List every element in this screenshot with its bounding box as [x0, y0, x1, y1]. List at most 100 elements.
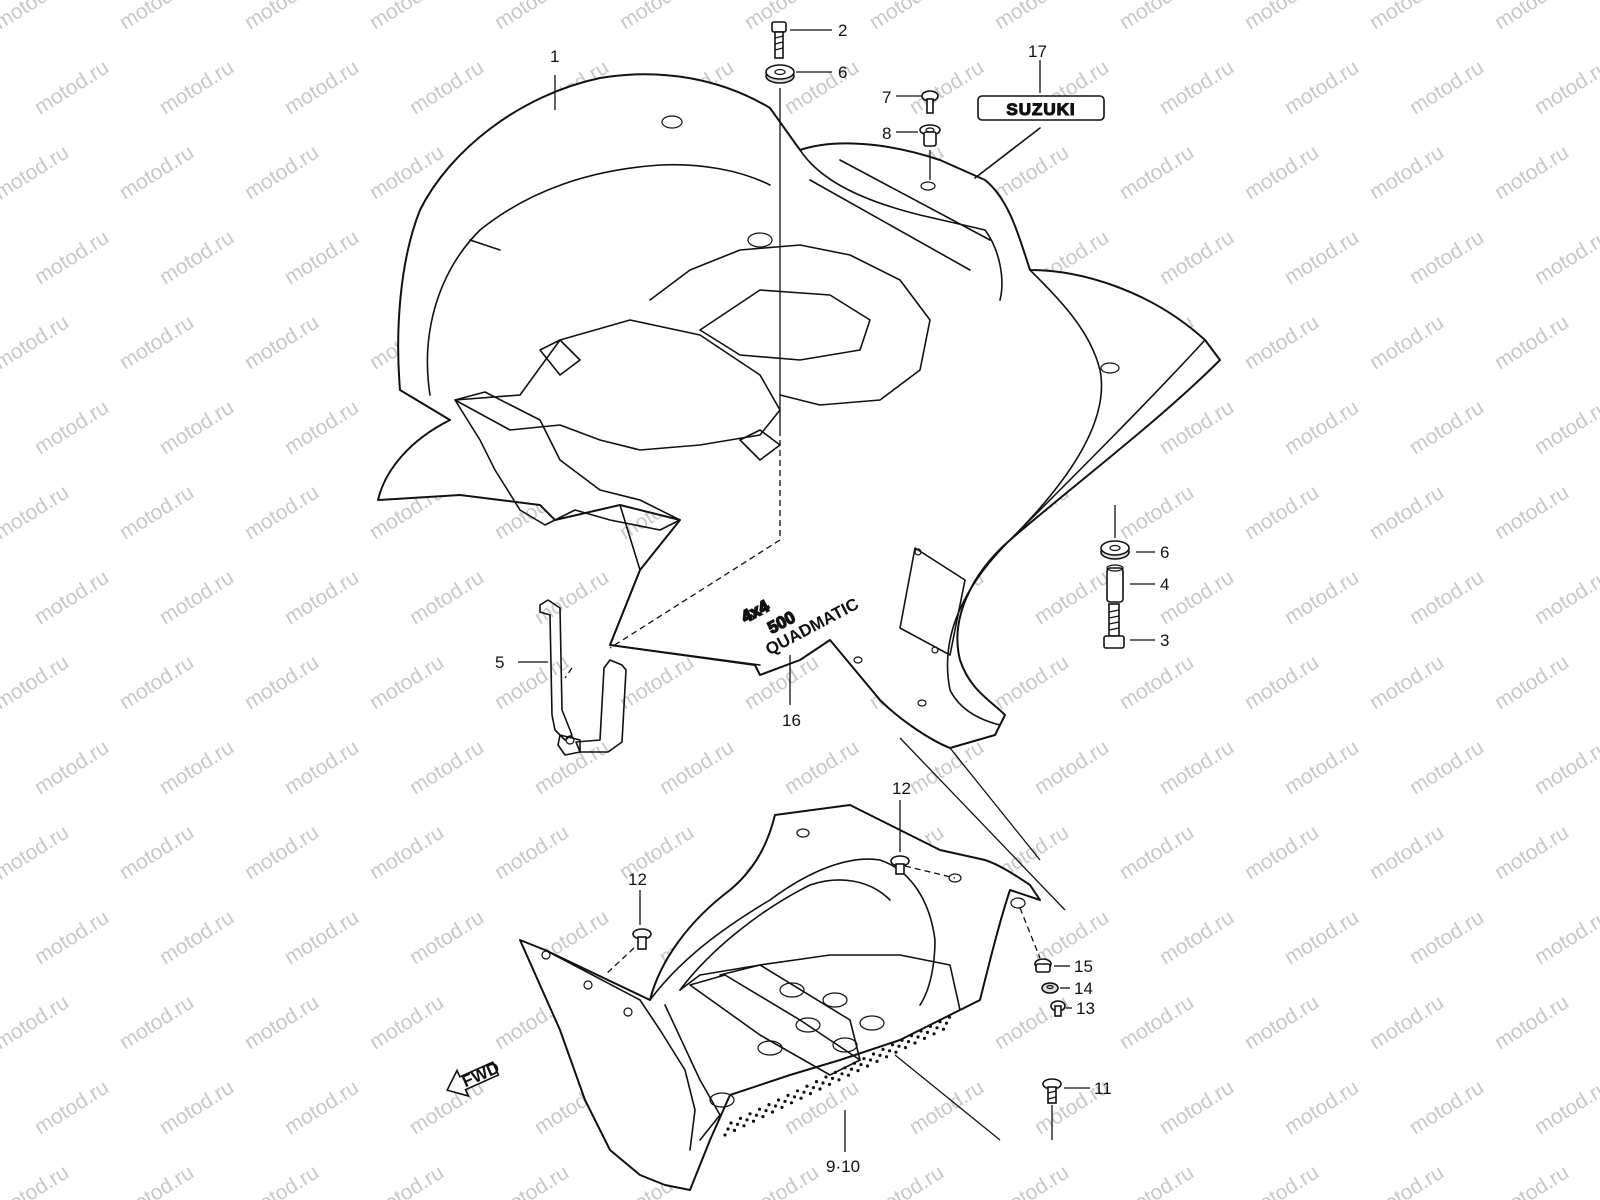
watermark-text: motod.ru	[365, 991, 447, 1054]
footrest-guard-lip	[544, 949, 641, 1001]
hardware: SUZUKI	[632, 21, 1130, 1104]
callout-12a: 12	[892, 779, 911, 798]
callout-4: 4	[1160, 575, 1169, 594]
tread-dot	[761, 1115, 765, 1119]
callout-16: 16	[782, 711, 801, 730]
bolt-13	[1050, 1000, 1066, 1017]
watermark-text: motod.ru	[1490, 0, 1572, 34]
watermark-text: motod.ru	[115, 651, 197, 714]
dashed-12-right	[904, 865, 956, 879]
footrest-mount-hole	[1010, 897, 1026, 909]
watermark-text: motod.ru	[1405, 1076, 1487, 1139]
watermark-text: motod.ru	[1030, 736, 1112, 799]
watermark-text: motod.ru	[0, 481, 73, 544]
rear-fender-tray-center	[649, 244, 931, 406]
footrest-tread-pattern	[723, 1015, 952, 1137]
rear-fender-inner-right-wall	[799, 149, 1003, 301]
watermark-text: motod.ru	[405, 736, 487, 799]
tread-dot	[856, 1069, 860, 1073]
suzuki-badge: SUZUKI	[977, 95, 1105, 121]
battery-holder-bracket	[539, 599, 627, 756]
watermark-text: motod.ru	[115, 1161, 197, 1200]
watermark-text: motod.ru	[1280, 396, 1362, 459]
dashed-bolt-axis	[609, 430, 781, 649]
tread-dot	[875, 1059, 879, 1063]
footrest-mount-hole	[796, 828, 810, 838]
watermark-text: motod.ru	[1240, 991, 1322, 1054]
watermark-text: motod.ru	[30, 906, 112, 969]
screw-12-left	[632, 928, 652, 950]
tread-dot	[837, 1078, 841, 1082]
watermark-text: motod.ru	[1240, 821, 1322, 884]
watermark-text: motod.ru	[865, 1161, 947, 1200]
tread-dot	[742, 1124, 746, 1128]
collar-4	[1106, 564, 1124, 603]
tread-dot	[805, 1084, 809, 1088]
watermark-text: motod.ru	[240, 821, 322, 884]
tread-dot	[754, 1113, 759, 1117]
footrest-mount-hole	[948, 873, 962, 883]
tread-dot	[723, 1133, 727, 1137]
footrest-hole	[779, 982, 805, 998]
watermark-text: motod.ru	[280, 566, 362, 629]
watermark-text: motod.ru	[1365, 821, 1447, 884]
footrest-guard-front-face	[639, 999, 696, 1151]
callout-17: 17	[1028, 42, 1047, 61]
tread-dot	[751, 1119, 756, 1123]
watermark-text: motod.ru	[280, 396, 362, 459]
tread-dot	[887, 1049, 892, 1053]
watermark-text: motod.ru	[1240, 651, 1322, 714]
watermark-text: motod.ru	[155, 1076, 237, 1139]
watermark-text: motod.ru	[1280, 736, 1362, 799]
tread-dot	[827, 1082, 832, 1086]
callout-7: 7	[882, 88, 891, 107]
tread-dot	[846, 1073, 851, 1077]
watermark-text: motod.ru	[1280, 566, 1362, 629]
tread-dot	[913, 1041, 917, 1045]
watermark-text: motod.ru	[155, 906, 237, 969]
tread-dot	[881, 1047, 885, 1051]
tread-dot	[732, 1128, 737, 1132]
tread-dot	[795, 1089, 800, 1093]
watermark-text: motod.ru	[1365, 481, 1447, 544]
watermark-text: motod.ru	[1240, 481, 1322, 544]
fwd-direction-marker: FWD	[446, 1058, 502, 1098]
watermark-text: motod.ru	[990, 651, 1072, 714]
tread-dot	[767, 1103, 771, 1107]
callout-6a: 6	[838, 63, 847, 82]
tread-dot	[726, 1127, 730, 1131]
bracket-base	[557, 734, 581, 756]
reflector-screw	[914, 548, 922, 556]
watermark-text: motod.ru	[1490, 141, 1572, 204]
watermark-text: motod.ru	[155, 226, 237, 289]
callout-1: 1	[550, 47, 559, 66]
watermark-text: motod.ru	[405, 566, 487, 629]
callout-2: 2	[838, 21, 847, 40]
tread-dot	[814, 1080, 819, 1084]
callout-5: 5	[495, 653, 504, 672]
watermark-text: motod.ru	[1490, 821, 1572, 884]
tread-dot	[890, 1043, 895, 1047]
watermark-text: motod.ru	[1365, 0, 1447, 34]
tread-dot	[808, 1092, 813, 1096]
footrest-hole	[709, 1092, 735, 1108]
watermark-text: motod.ru	[280, 736, 362, 799]
washer-6-right	[1100, 540, 1130, 560]
watermark-text: motod.ru	[0, 0, 73, 34]
leader-lines	[518, 29, 1155, 1152]
tread-dot	[935, 1026, 939, 1030]
tread-dot	[862, 1057, 866, 1061]
watermark-text: motod.ru	[115, 481, 197, 544]
rear-fender	[377, 73, 1221, 749]
watermark-text: motod.ru	[1530, 736, 1600, 799]
watermark-text: motod.ru	[615, 0, 697, 34]
watermark-text: motod.ru	[1405, 396, 1487, 459]
tread-dot	[909, 1034, 914, 1038]
watermark-text: motod.ru	[365, 1161, 447, 1200]
tread-dot	[878, 1053, 882, 1057]
watermark-text: motod.ru	[1240, 1161, 1322, 1200]
watermark-text: motod.ru	[1115, 141, 1197, 204]
tread-dot	[938, 1020, 942, 1024]
screw-12-right	[890, 855, 910, 875]
watermark-text: motod.ru	[115, 311, 197, 374]
